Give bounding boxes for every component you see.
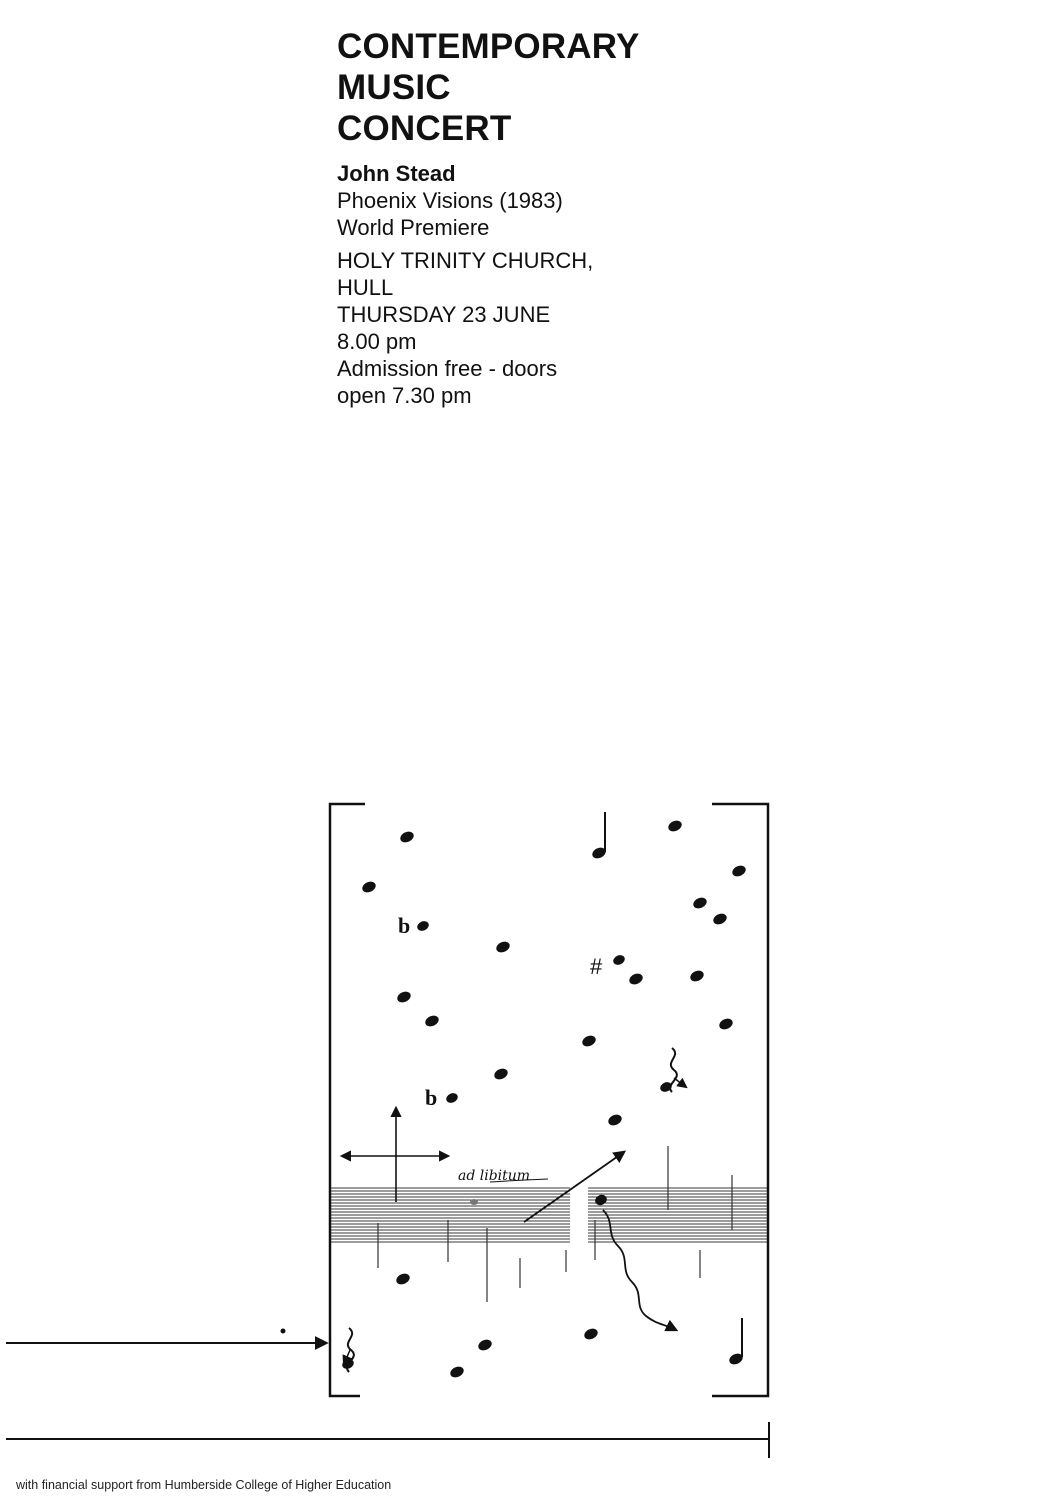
score-right-bracket (712, 802, 770, 1398)
note-stems (604, 812, 743, 1357)
sharp-symbol: # (590, 954, 603, 979)
graphic-score: b b # ad libitum (6, 802, 770, 1458)
venue-line-2: HULL (337, 275, 394, 300)
poster-title: CONTEMPORARY MUSIC CONCERT (337, 26, 640, 149)
vertical-ticks (377, 1146, 733, 1302)
title-line-3: CONCERT (337, 109, 512, 148)
flat-symbol: b (425, 1085, 437, 1110)
flat-symbol: b (398, 913, 410, 938)
sponsor-credit: with financial support from Humberside C… (16, 1478, 392, 1492)
squiggle-arrow (673, 1077, 688, 1089)
cross-arrows (339, 1105, 451, 1202)
concert-date: THURSDAY 23 JUNE (337, 302, 551, 327)
ad-libitum-annotation: ad libitum (458, 1168, 530, 1184)
title-line-1: CONTEMPORARY (337, 27, 640, 66)
diagonal-arrow (523, 1150, 627, 1223)
annotation-underline (489, 1178, 549, 1183)
work-title: Phoenix Visions (1983) (337, 188, 563, 213)
composer-name: John Stead (337, 161, 456, 186)
premiere-label: World Premiere (337, 215, 490, 240)
squiggle-arrow (342, 1349, 353, 1366)
admission-line-2: open 7.30 pm (337, 383, 472, 408)
squiggle-mark (669, 1047, 678, 1093)
quarter-note-head (592, 847, 606, 859)
title-line-2: MUSIC (337, 68, 451, 107)
score-left-bracket (328, 802, 365, 1398)
wavy-arrow (602, 1209, 679, 1332)
concert-time: 8.00 pm (337, 329, 417, 354)
concert-details: John Stead Phoenix Visions (1983) World … (337, 160, 593, 409)
admission-line-1: Admission free - doors (337, 356, 558, 381)
staff-band (331, 1187, 767, 1243)
venue-line-1: HOLY TRINITY CHURCH, (337, 248, 594, 273)
note-heads (280, 820, 746, 1378)
